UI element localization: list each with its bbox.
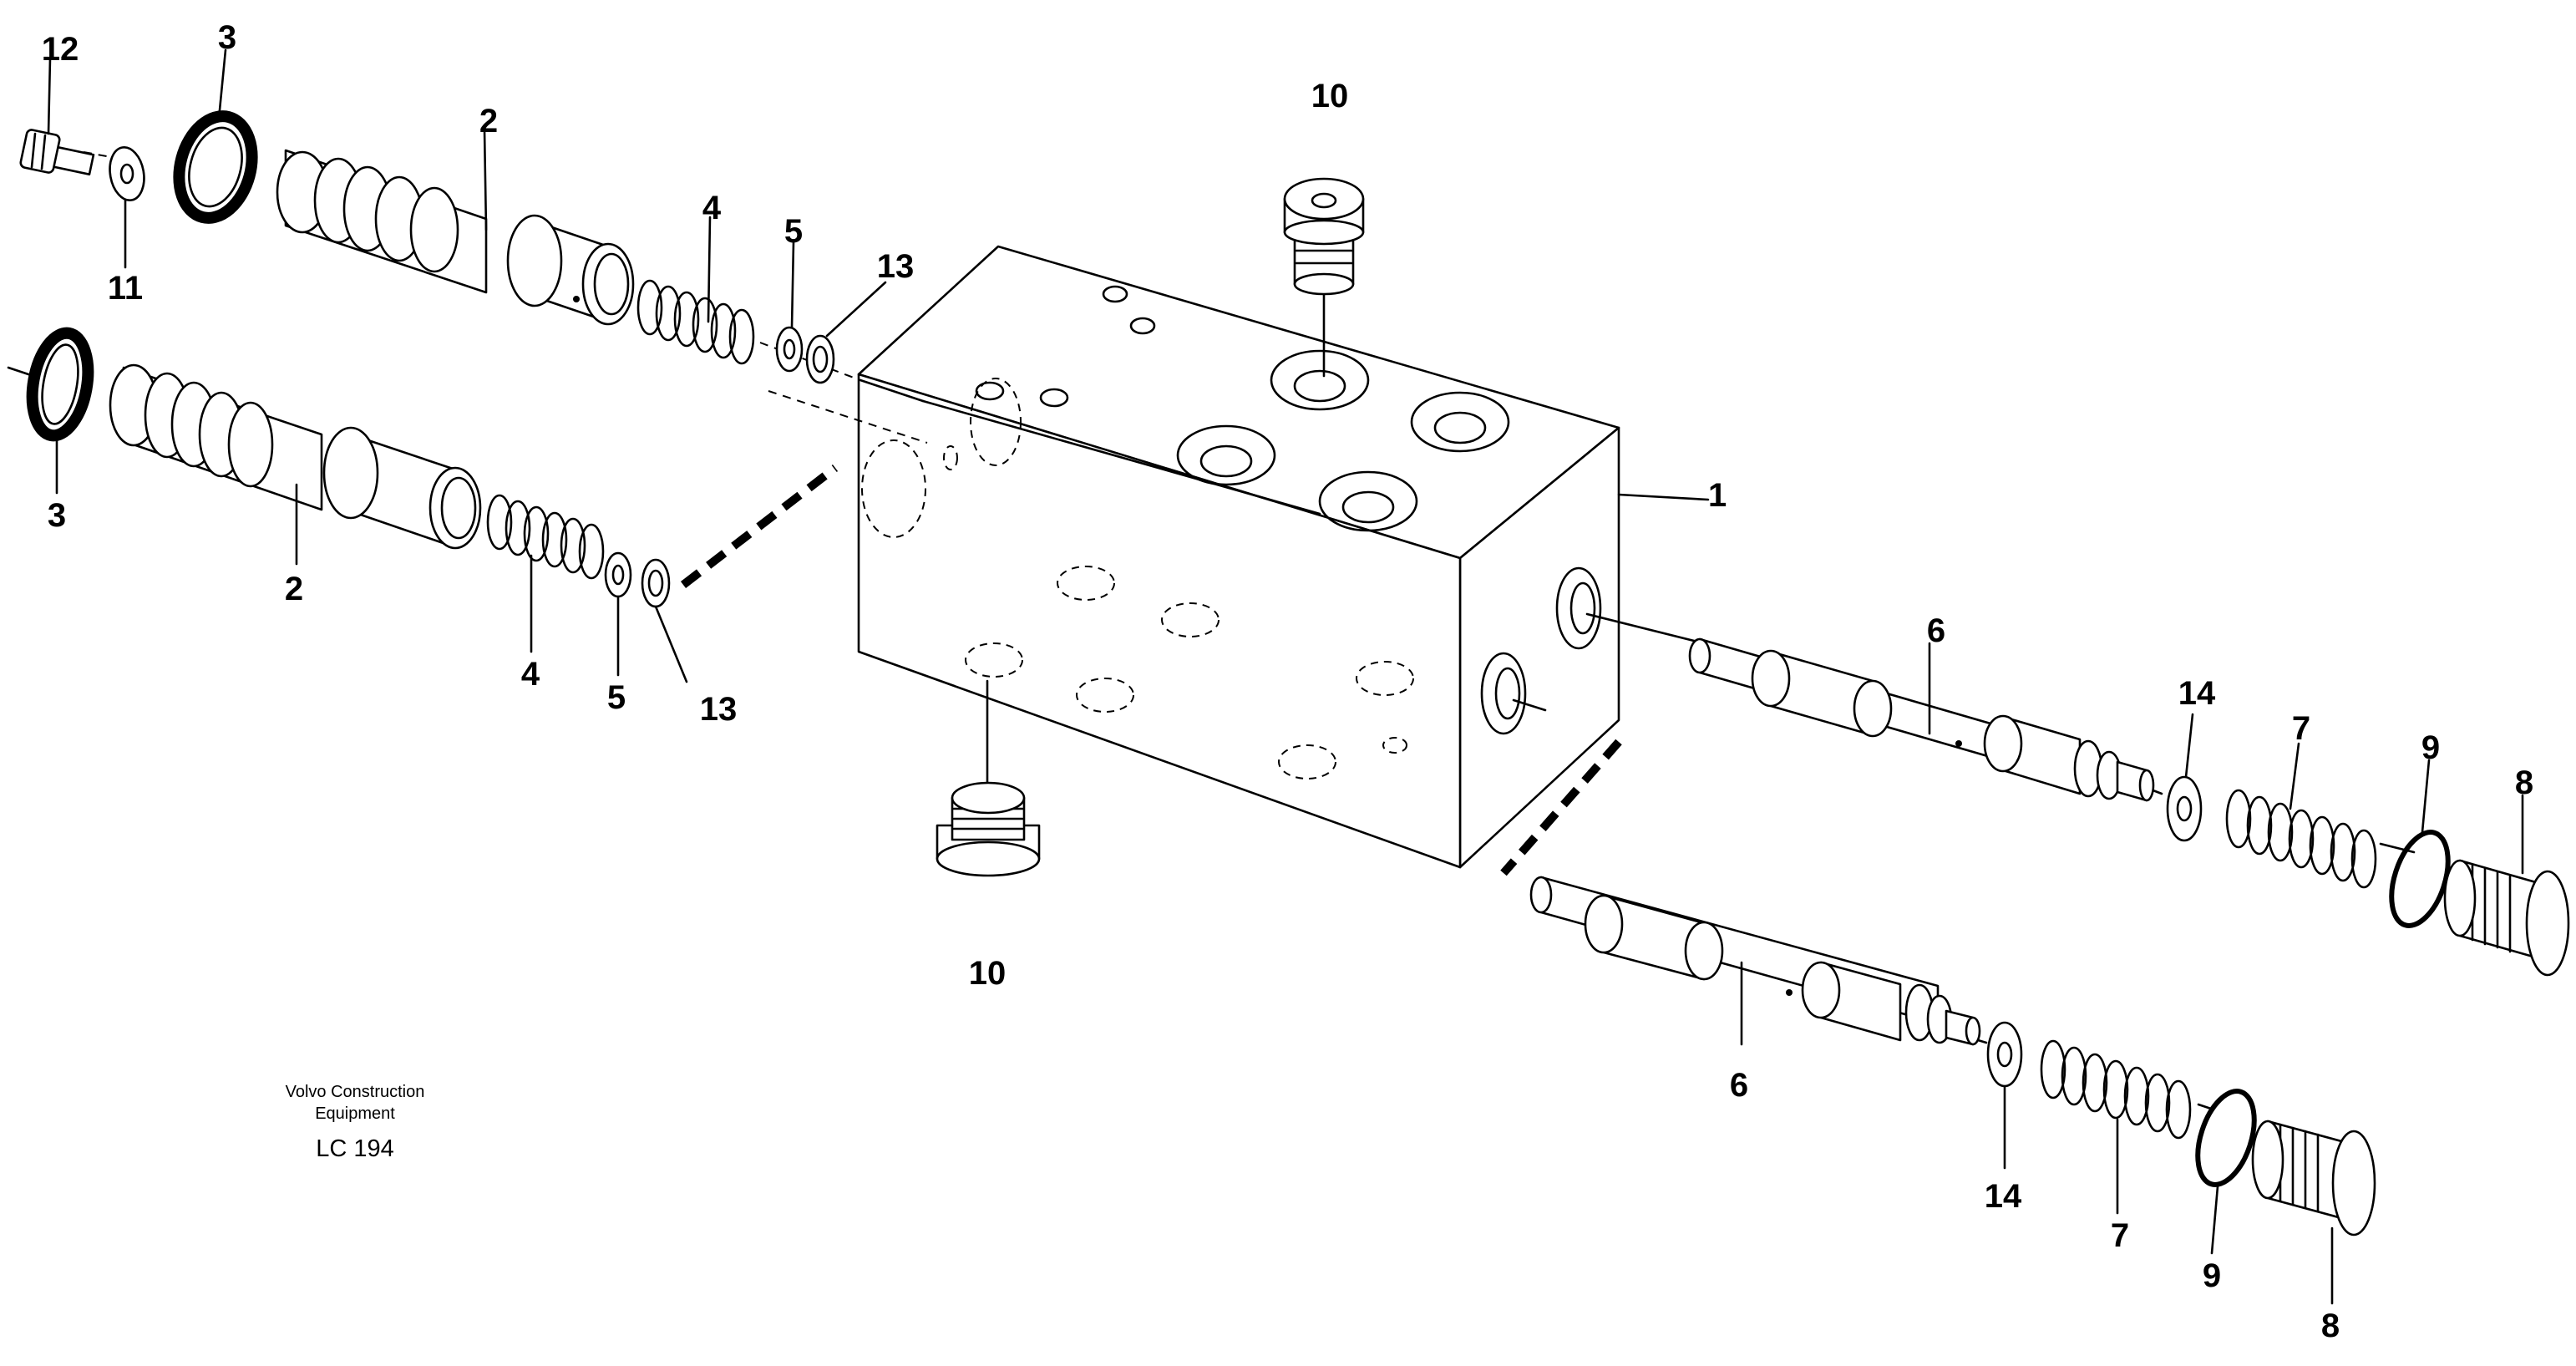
callout-8-lower: 8 xyxy=(2321,1308,2340,1344)
callout-labels: 12 3 2 11 4 5 13 10 3 2 4 5 13 1 10 6 14… xyxy=(42,19,2533,1344)
callout-3-upper: 3 xyxy=(218,19,236,56)
callout-13-lower: 13 xyxy=(700,691,738,728)
callout-7-upper: 7 xyxy=(2292,710,2310,747)
callout-6-upper: 6 xyxy=(1927,612,1945,649)
callout-12: 12 xyxy=(42,31,79,68)
upper-left-valve-assembly xyxy=(19,110,835,384)
valve-housing xyxy=(857,245,1620,869)
lower-left-valve-assembly xyxy=(7,327,671,608)
plug-bottom xyxy=(936,781,1041,877)
callout-leaders xyxy=(47,48,2524,1305)
callout-9-lower: 9 xyxy=(2203,1257,2221,1294)
callout-7-lower: 7 xyxy=(2111,1217,2129,1254)
callout-2-upper: 2 xyxy=(479,103,498,140)
callout-6-lower: 6 xyxy=(1730,1067,1748,1104)
callout-8-upper: 8 xyxy=(2515,764,2533,801)
publisher-line-2: Equipment xyxy=(315,1104,395,1123)
callout-13-upper: 13 xyxy=(877,248,915,285)
callout-5-upper: 5 xyxy=(784,213,803,250)
callout-3-lower: 3 xyxy=(48,497,66,534)
callout-4-lower: 4 xyxy=(521,656,540,693)
figure-caption: Volvo Construction Equipment LC 194 xyxy=(286,1083,425,1162)
callout-14-upper: 14 xyxy=(2178,675,2216,712)
figure-code: LC 194 xyxy=(316,1135,394,1162)
callout-9-upper: 9 xyxy=(2421,729,2440,766)
callout-10-top: 10 xyxy=(1311,78,1349,114)
lower-right-spool-assembly xyxy=(1529,876,2376,1237)
publisher-line-1: Volvo Construction xyxy=(286,1083,425,1101)
callout-5-lower: 5 xyxy=(607,679,626,716)
callout-11: 11 xyxy=(108,270,143,307)
plug-top xyxy=(1283,177,1365,296)
callout-4-upper: 4 xyxy=(702,190,722,226)
upper-right-spool-assembly xyxy=(1688,637,2570,977)
callout-1: 1 xyxy=(1708,477,1727,514)
callout-10-bottom: 10 xyxy=(969,955,1007,992)
callout-2-lower: 2 xyxy=(285,571,303,607)
callout-14-lower: 14 xyxy=(1985,1178,2022,1215)
